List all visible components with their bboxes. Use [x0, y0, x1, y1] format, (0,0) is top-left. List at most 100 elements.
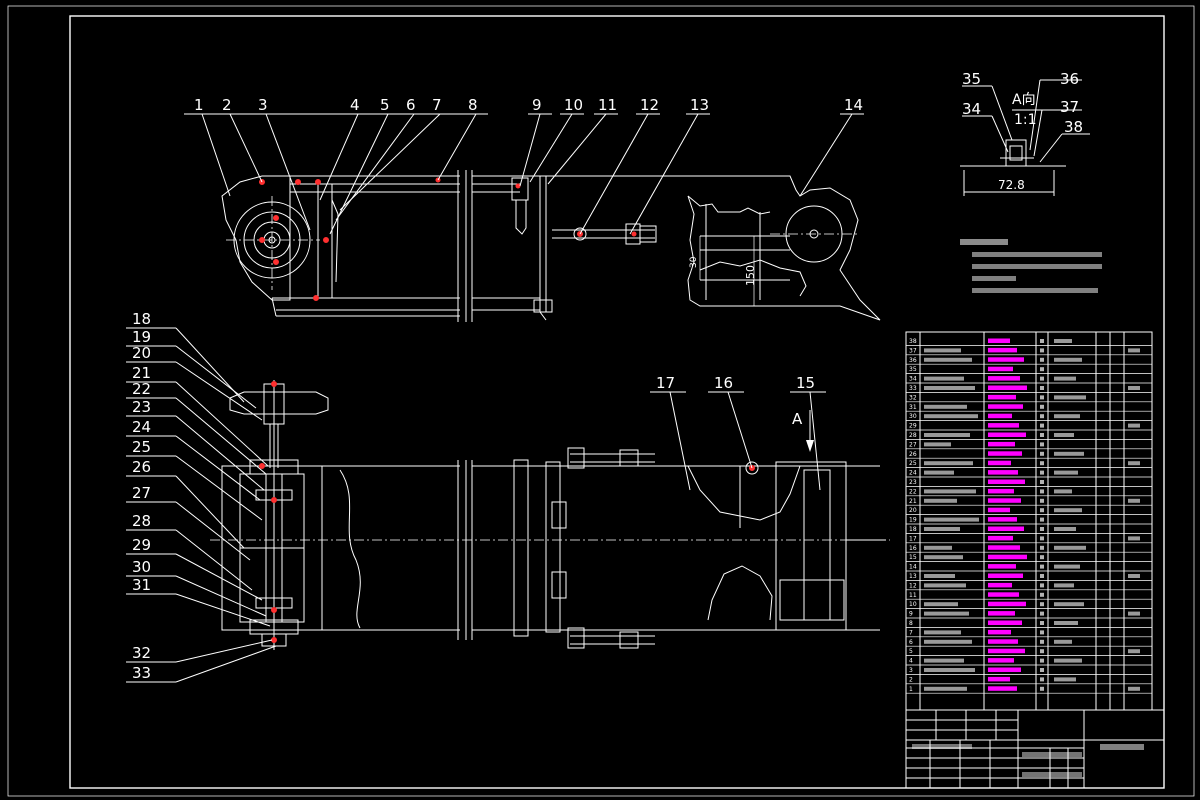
- bom-row-number: 11: [909, 592, 917, 599]
- bom-row-number: 25: [909, 460, 917, 467]
- bom-row-number: 29: [909, 423, 917, 430]
- callout-33: 33: [132, 664, 151, 682]
- leader-12: [579, 113, 649, 235]
- bom-row-name: [988, 423, 1019, 428]
- bom-row-name: [988, 648, 1025, 654]
- bom-row-qty: [1040, 470, 1044, 475]
- leader-9: [519, 113, 541, 187]
- leader-8: [437, 113, 477, 181]
- bom-row-number: 22: [909, 488, 917, 495]
- bom-row-code: [924, 611, 969, 616]
- technical-notes: [960, 239, 1102, 293]
- bom-row-qty: [1040, 555, 1044, 560]
- bom-row-code: [924, 583, 966, 588]
- bom-row-material: [1054, 545, 1086, 550]
- bom-row-remark: [1128, 386, 1140, 390]
- bom-row-name: [988, 573, 1023, 578]
- callout-22: 22: [132, 380, 151, 398]
- leader-26: [175, 475, 245, 549]
- bom-row-qty: [1040, 527, 1044, 531]
- bom-row-qty: [1040, 592, 1044, 597]
- leader-10: [529, 113, 573, 183]
- bom-row-number: 1: [909, 686, 913, 693]
- bom-row-number: 17: [909, 535, 917, 542]
- bom-row-code: [924, 489, 976, 494]
- bom-row-number: 20: [909, 507, 917, 514]
- bom-row-number: 2: [909, 676, 913, 683]
- bom-row-material: [1054, 508, 1082, 513]
- bom-row-qty: [1040, 658, 1044, 663]
- bom-row-name: [988, 385, 1027, 390]
- inner-border: [69, 15, 1165, 789]
- bom-row-material: [1054, 489, 1072, 494]
- leader-30: [175, 575, 267, 617]
- bom-row-code: [924, 517, 979, 522]
- bom-row-qty: [1040, 423, 1044, 428]
- bom-row-name: [988, 554, 1027, 560]
- bom-row-material: [1054, 339, 1072, 343]
- bom-row-remark: [1128, 498, 1140, 503]
- bom-row-number: 18: [909, 526, 917, 533]
- bom-row-qty: [1040, 564, 1044, 569]
- bom-row-remark: [1128, 348, 1140, 353]
- bom-row-name: [988, 460, 1011, 466]
- bom-row-qty: [1040, 414, 1044, 419]
- leader-5: [329, 113, 389, 235]
- bom-row-number: 27: [909, 441, 917, 448]
- leader-4: [319, 113, 359, 201]
- bom-row-number: 26: [909, 451, 917, 458]
- detail-view-a: A向 1:1 72.8 35 36 34 37 38: [960, 70, 1090, 196]
- bom-row-qty: [1040, 442, 1044, 447]
- bom-row-name: [988, 517, 1017, 522]
- callout-20: 20: [132, 344, 151, 362]
- leader-15: [809, 391, 821, 491]
- title-block: [905, 709, 1165, 789]
- leader-16: [727, 391, 753, 469]
- leader-3: [265, 113, 311, 231]
- bom-row-code: [924, 357, 972, 362]
- bom-row-material: [1054, 527, 1076, 531]
- bom-row-name: [988, 479, 1025, 484]
- bom-row-qty: [1040, 489, 1044, 494]
- leader-27: [175, 501, 251, 561]
- bom-row-name: [988, 667, 1021, 672]
- callout-29: 29: [132, 536, 151, 554]
- bom-row-material: [1054, 395, 1086, 400]
- bom-row-name: [988, 347, 1017, 353]
- bom-row-name: [988, 441, 1015, 447]
- bom-row-name: [988, 488, 1014, 494]
- bom-row-code: [924, 668, 975, 672]
- leader-20: [175, 361, 263, 421]
- detail-dimension: 72.8: [998, 178, 1025, 192]
- callout-30: 30: [132, 558, 151, 576]
- bom-row-qty: [1040, 461, 1044, 466]
- bom-row-qty: [1040, 480, 1044, 484]
- bom-row-code: [924, 376, 964, 381]
- bom-row-name: [988, 564, 1016, 569]
- bom-row-number: 5: [909, 648, 913, 655]
- bom-row-remark: [1128, 461, 1140, 466]
- view-arrow-a: A: [792, 410, 814, 452]
- leader-14: [799, 113, 853, 197]
- top-dimensions: 30 150: [689, 236, 757, 306]
- callout-26: 26: [132, 458, 151, 476]
- bom-row-code: [924, 386, 975, 390]
- leader-29: [175, 553, 263, 601]
- bom-row-qty: [1040, 668, 1044, 672]
- detail-label-37: 37: [1060, 98, 1079, 116]
- bom-row-code: [924, 414, 978, 419]
- bom-row-number: 33: [909, 385, 917, 392]
- leader-11: [547, 113, 607, 185]
- bom-row-number: 14: [909, 564, 917, 571]
- bom-row-qty: [1040, 433, 1044, 437]
- bom-row-name: [988, 620, 1022, 625]
- bom-row-code: [924, 574, 955, 578]
- bom-row-qty: [1040, 611, 1044, 616]
- bom-row-name: [988, 676, 1010, 682]
- callout-25: 25: [132, 438, 151, 456]
- bom-row-qty: [1040, 508, 1044, 513]
- bom-row-qty: [1040, 357, 1044, 362]
